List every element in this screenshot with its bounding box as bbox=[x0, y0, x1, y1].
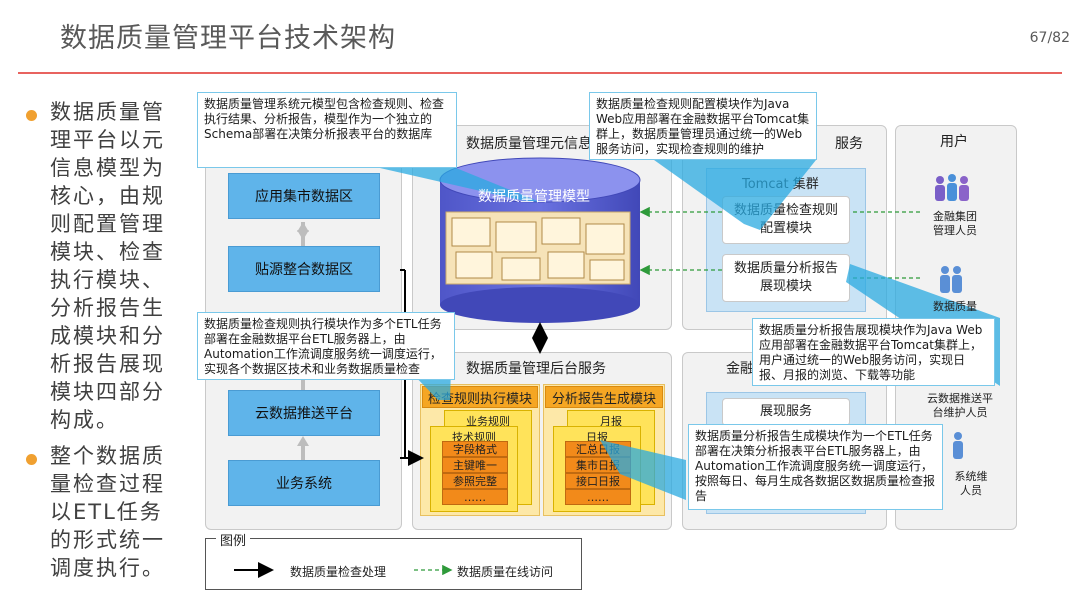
legend-title: 图例 bbox=[216, 530, 251, 549]
exec-item: 参照完整 bbox=[442, 473, 508, 489]
callout-rule-exec: 数据质量检查规则执行模块作为多个ETL任务部署在金融数据平台ETL服务器上，由A… bbox=[197, 312, 455, 380]
report-view-module: 数据质量分析报告展现模块 bbox=[722, 254, 850, 302]
callout-meta-model: 数据质量管理系统元模型包含检查规则、检查执行结果、分析报告，模型作为一个独立的S… bbox=[197, 92, 457, 168]
business-system: 业务系统 bbox=[228, 460, 380, 506]
cloud-push-platform: 云数据推送平台 bbox=[228, 390, 380, 436]
title-divider bbox=[18, 72, 1062, 74]
report-item: 接口日报 bbox=[565, 473, 631, 489]
user-finance-managers: 金融集团 管理人员 bbox=[933, 210, 977, 237]
app-mart-zone: 应用集市数据区 bbox=[228, 173, 380, 219]
bullet-2: 整个数据质量检查过程以ETL任务 的形式统一调度执行。 bbox=[50, 444, 165, 580]
backend-title: 数据质量管理后台服务 bbox=[466, 361, 606, 377]
user-icons bbox=[935, 174, 969, 459]
bullet-dot-2 bbox=[26, 454, 37, 465]
user-dq-admins: 数据质量 bbox=[933, 300, 977, 313]
user-cloud-push-maintainers: 云数据推送平 台维护人员 bbox=[927, 392, 993, 419]
page-title: 数据质量管理平台技术架构 bbox=[60, 23, 396, 54]
report-gen-title: 分析报告生成模块 bbox=[545, 386, 663, 408]
meta-model-cylinder bbox=[439, 157, 641, 323]
system-maintainer-icon bbox=[953, 432, 963, 459]
callout-report-view: 数据质量分析报告展现模块作为Java Web应用部署在金融数据平台Tomcat集… bbox=[752, 318, 995, 386]
finance-panel-title: 金融 bbox=[726, 361, 754, 377]
legend-online-access: 数据质量在线访问 bbox=[457, 565, 554, 579]
page-number: 67/82 bbox=[1029, 30, 1070, 46]
callout-rule-config: 数据质量检查规则配置模块作为Java Web应用部署在金融数据平台Tomcat集… bbox=[589, 92, 817, 160]
bullet-dot-1 bbox=[26, 110, 37, 121]
legend-processing: 数据质量检查处理 bbox=[290, 565, 387, 579]
meta-model-label: 数据质量管理模型 bbox=[478, 189, 590, 205]
legend-arrows bbox=[234, 562, 453, 578]
user-system-maintainers: 系统维 人员 bbox=[954, 470, 988, 497]
group-users-icon bbox=[935, 174, 969, 201]
source-integration-zone: 贴源整合数据区 bbox=[228, 246, 380, 292]
bullet-1: 数据质量管理平台以元信息模型为 核心，由规则配置管理模块、检查 执行模块、分析报… bbox=[50, 100, 165, 432]
dq-admin-icon bbox=[940, 266, 962, 293]
exec-module-title: 检查规则执行模块 bbox=[422, 386, 538, 408]
web-panel-title: 服务 bbox=[835, 136, 863, 152]
callout-report-gen: 数据质量分析报告生成模块作为一个ETL任务部署在决策分析报表平台ETL服务器上，… bbox=[688, 424, 943, 510]
exec-item: 主键唯一 bbox=[442, 457, 508, 473]
report-item: …… bbox=[565, 489, 631, 505]
users-title: 用户 bbox=[940, 134, 968, 150]
exec-item: 字段格式 bbox=[442, 441, 508, 457]
exec-item: …… bbox=[442, 489, 508, 505]
meta-panel-title: 数据质量管理元信息 bbox=[466, 136, 592, 152]
display-service: 展现服务 bbox=[722, 398, 850, 426]
legend-box bbox=[205, 538, 582, 590]
